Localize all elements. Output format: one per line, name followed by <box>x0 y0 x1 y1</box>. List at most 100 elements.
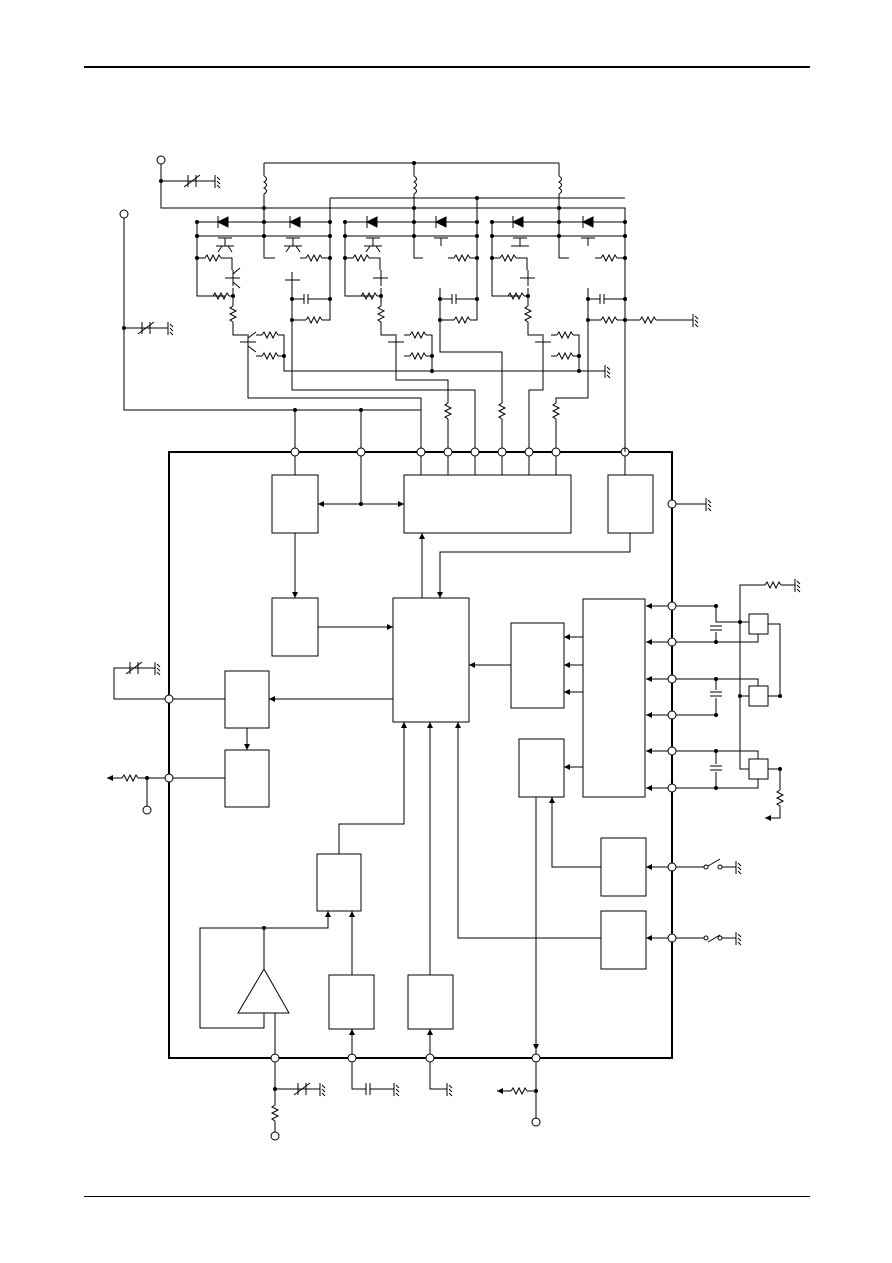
resistor-icon <box>556 351 574 361</box>
transistor-icon <box>511 237 529 247</box>
ground-icon <box>319 1083 326 1097</box>
ground-icon <box>446 1083 453 1097</box>
ground-icon <box>154 662 161 676</box>
hall-sensor-1 <box>748 613 769 635</box>
terminal-icon <box>443 447 453 457</box>
amplifier-triangle-icon <box>237 968 290 1014</box>
terminal-icon <box>290 447 300 457</box>
internal-wiring <box>169 455 672 1056</box>
sensor-network <box>676 579 801 821</box>
resistor-icon <box>305 253 323 263</box>
resistor-icon <box>453 315 471 325</box>
block-right-small <box>518 738 565 798</box>
resistor-icon <box>551 402 561 420</box>
ic-outline <box>168 451 673 1059</box>
terminal-icon <box>667 637 677 647</box>
coil-icon <box>263 175 267 195</box>
diode-icon <box>511 216 524 228</box>
ground-icon <box>794 579 801 593</box>
resistor-icon <box>556 330 574 340</box>
terminal-icon <box>667 710 677 720</box>
terminal-icon <box>531 1053 541 1063</box>
resistor-icon <box>212 291 230 301</box>
ic-package <box>168 451 673 1059</box>
transistor-icon <box>434 237 448 246</box>
resistor-icon <box>639 315 657 325</box>
diode-icon <box>434 216 447 228</box>
block-center-main <box>392 597 470 723</box>
bottom-rule <box>84 1196 810 1197</box>
ground-icon <box>167 322 174 336</box>
resistor-icon <box>443 402 453 420</box>
diode-icon <box>365 216 378 228</box>
zener-diode-icon <box>137 321 155 335</box>
ground-icon <box>393 1083 400 1097</box>
zener-diode-icon <box>125 661 143 675</box>
resistor-icon <box>499 253 517 263</box>
ground-icon <box>692 314 699 328</box>
resistor-icon <box>121 773 139 783</box>
hall-sensor-2 <box>748 685 769 707</box>
transistor-icon <box>240 331 257 353</box>
transistor-icon <box>535 334 551 350</box>
resistor-icon <box>261 351 279 361</box>
coil-icon <box>413 175 417 195</box>
diode-icon <box>216 216 229 228</box>
terminal-icon <box>667 783 677 793</box>
block-bottom-mid <box>316 853 362 912</box>
top-rule <box>84 66 810 68</box>
resistor-icon <box>775 789 785 807</box>
terminal-icon <box>119 209 129 219</box>
resistor-icon <box>305 315 323 325</box>
block-right-tall <box>582 598 646 798</box>
coil-icon <box>558 175 562 195</box>
zener-diode-icon <box>293 1082 311 1096</box>
resistor-icon <box>764 580 782 590</box>
terminal-icon <box>497 447 507 457</box>
terminal-icon <box>425 1053 435 1063</box>
resistor-icon <box>497 402 507 420</box>
left-external <box>107 661 165 815</box>
block-right-lower-1 <box>600 837 647 897</box>
bottom-external <box>270 1062 541 1141</box>
transistor-icon <box>225 267 241 289</box>
block-bottom-2 <box>407 974 454 1030</box>
transistor-icon <box>216 237 234 253</box>
transistor-icon <box>285 272 300 288</box>
resistor-icon <box>360 291 378 301</box>
arrowheads <box>244 501 652 1050</box>
transistor-icon <box>373 270 388 286</box>
hall-sensor-3 <box>748 758 769 780</box>
block-top-right <box>607 474 654 534</box>
right-pin-ground <box>676 498 712 512</box>
resistor-icon <box>352 253 370 263</box>
block-top-center-wide <box>403 474 572 534</box>
transistor-icon <box>284 237 302 253</box>
resistor-icon <box>261 330 279 340</box>
resistor-icon <box>228 305 238 323</box>
block-top-left <box>271 474 319 534</box>
terminal-icon <box>551 447 561 457</box>
internal-blocks <box>224 474 654 1030</box>
switches <box>676 858 742 946</box>
transistor-icon <box>364 237 382 253</box>
terminal-icon <box>416 447 426 457</box>
terminal-icon <box>531 1117 541 1127</box>
resistor-icon <box>204 253 222 263</box>
resistor-icon <box>453 253 471 263</box>
switch-icon <box>707 934 721 943</box>
ground-icon <box>214 175 221 189</box>
driver-stage-1 <box>197 236 605 448</box>
ic-pins <box>164 447 677 1063</box>
terminal-icon <box>347 1053 357 1063</box>
driver-stage-2 <box>345 236 507 448</box>
terminal-icon <box>667 499 677 509</box>
resistor-icon <box>409 351 427 361</box>
terminal-icon <box>142 805 152 815</box>
block-bottom-1 <box>328 974 375 1030</box>
power-and-coils <box>156 155 626 452</box>
terminal-icon <box>164 694 174 704</box>
resistor-icon <box>270 1104 280 1122</box>
terminal-icon <box>270 1053 280 1063</box>
resistor-icon <box>600 253 618 263</box>
